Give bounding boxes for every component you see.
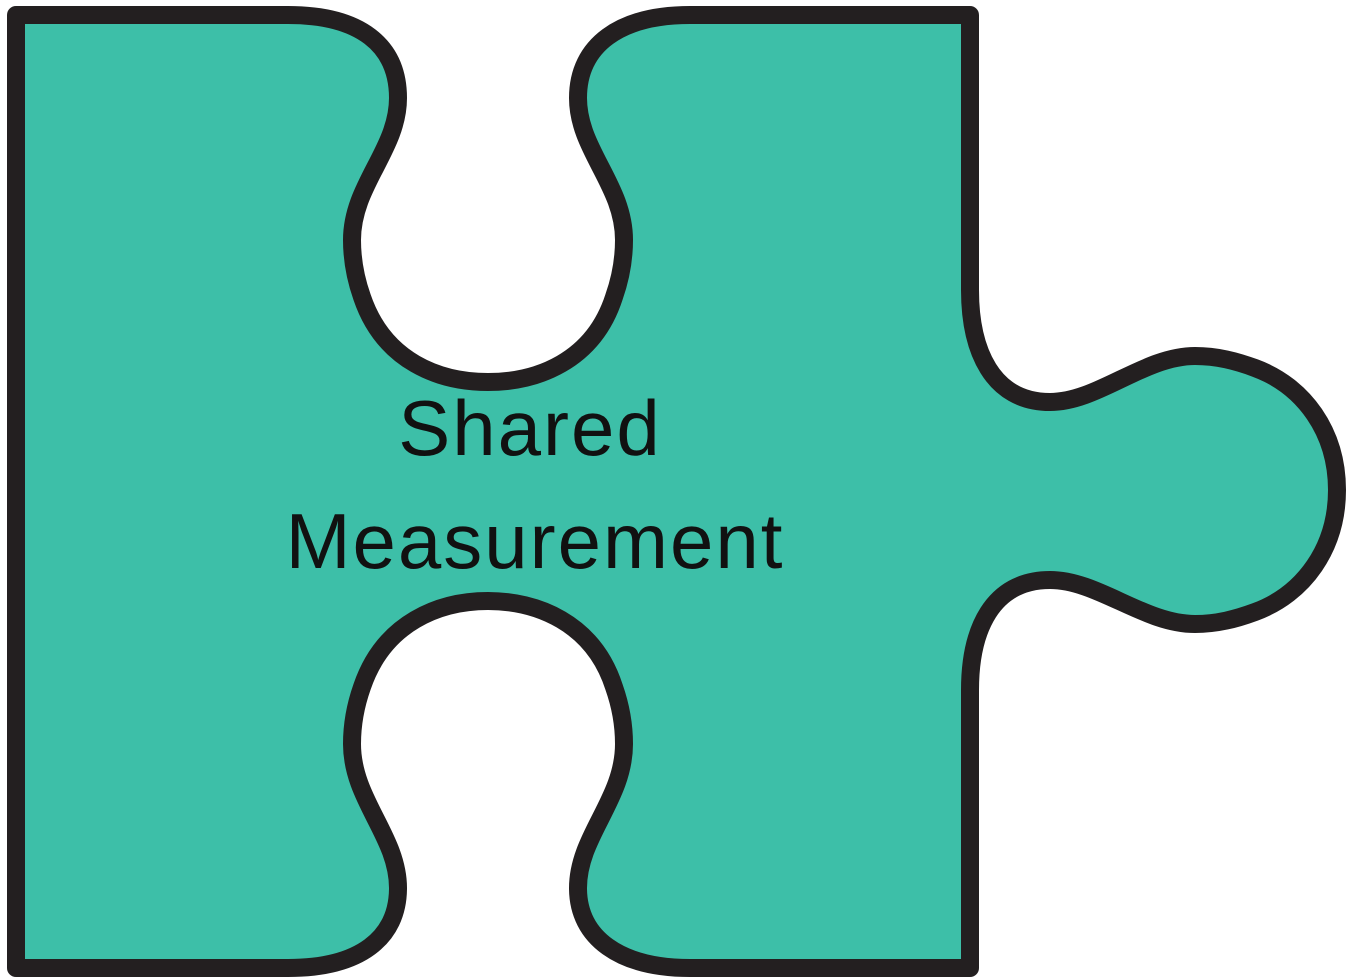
puzzle-piece-shape [7, 6, 1346, 977]
piece-label-line-2: Measurement [286, 497, 785, 585]
piece-label-line-1: Shared [398, 384, 662, 472]
